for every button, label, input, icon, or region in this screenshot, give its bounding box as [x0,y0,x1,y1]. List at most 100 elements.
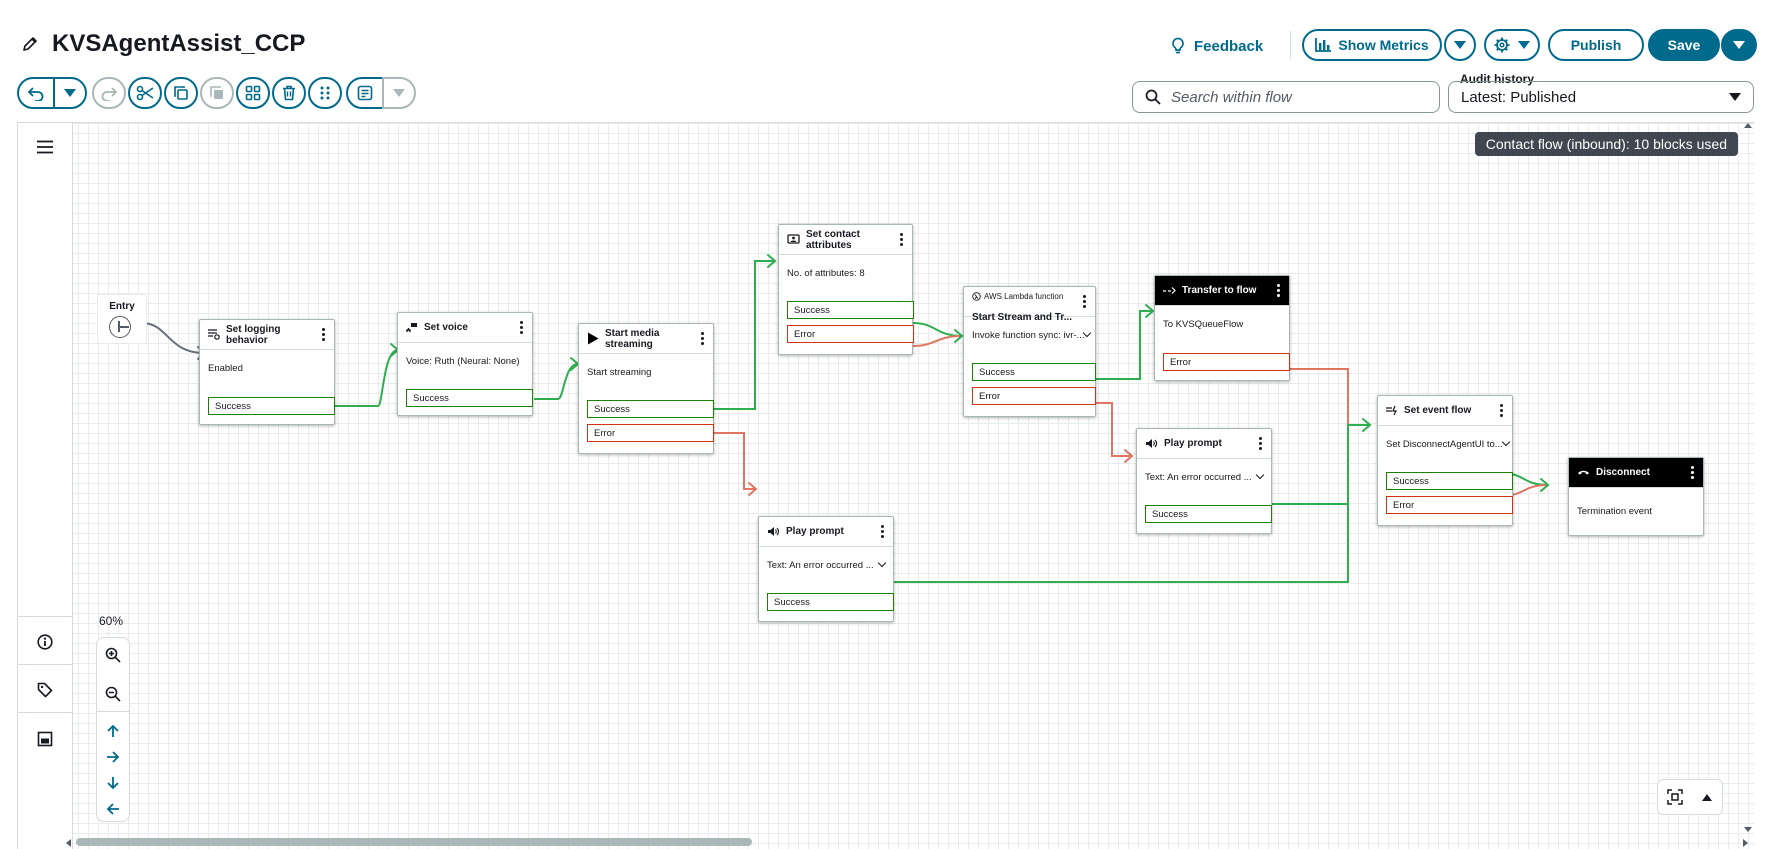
more-options-icon[interactable] [900,233,903,246]
arrow-up-icon [107,724,119,737]
more-options-icon[interactable] [1259,437,1262,450]
connector-entry-logging [141,322,205,354]
undo-button[interactable] [17,77,55,109]
branch-error[interactable]: Error [1163,353,1290,371]
fit-to-screen-icon[interactable] [1667,789,1683,805]
pan-down-button[interactable] [97,770,129,796]
block-body: Enabled [208,362,243,374]
horizontal-scrollbar[interactable] [76,838,752,846]
branch-error[interactable]: Error [1386,496,1513,514]
chevron-down-icon[interactable] [1255,470,1265,480]
block-body[interactable]: Text: An error occurred ... [1137,459,1271,495]
more-options-icon[interactable] [1691,466,1694,479]
block-title: Play prompt [1164,438,1222,449]
paste-button[interactable] [200,77,234,109]
flow-title[interactable]: KVSAgentAssist_CCP [52,30,306,57]
arrange-blocks-button[interactable] [236,77,270,109]
block-play-prompt-bottom[interactable]: Play prompt Text: An error occurred ... … [758,516,894,622]
bar-chart-icon [1315,38,1332,52]
branch-success[interactable]: Success [1145,505,1272,523]
search-box[interactable] [1132,81,1440,113]
block-set-event-flow[interactable]: Set event flow Set DisconnectAgentUI to.… [1377,395,1513,526]
zoom-out-button[interactable] [97,681,129,707]
block-set-voice[interactable]: Set voice Voice: Ruth (Neural: None) Suc… [397,312,533,416]
delete-button[interactable] [272,77,306,109]
block-body[interactable]: Text: An error occurred ... [759,547,893,583]
branch-success[interactable]: Success [767,593,894,611]
more-options-icon[interactable] [1083,295,1086,308]
pan-left-button[interactable] [97,796,129,822]
scroll-up-icon[interactable] [1744,123,1752,128]
annotations-dropdown[interactable] [382,77,416,109]
scroll-left-icon[interactable] [66,839,71,847]
block-set-contact-attributes[interactable]: Set contact attributes No. of attributes… [778,224,914,355]
pan-up-button[interactable] [97,718,129,744]
block-play-prompt-right[interactable]: Play prompt Text: An error occurred ... … [1136,428,1272,534]
note-icon [357,85,373,101]
chevron-down-icon[interactable] [1501,437,1510,447]
block-set-logging-behavior[interactable]: Set logging behavior Enabled Success [199,319,335,425]
block-body[interactable]: Invoke function sync: ivr-... [964,317,1095,353]
more-options-icon[interactable] [322,328,325,341]
annotations-button[interactable] [346,77,384,109]
branch-success[interactable]: Success [1386,472,1513,490]
save-dropdown-button[interactable] [1721,29,1757,61]
trash-icon [283,85,295,101]
block-title: Set event flow [1404,405,1472,416]
branch-success[interactable]: Success [972,363,1096,381]
feedback-link[interactable]: Feedback [1170,33,1263,59]
block-subtitle: AWS Lambda function [972,292,1072,301]
entry-node[interactable]: Entry [97,294,147,344]
header-divider [1290,31,1291,59]
more-options-icon[interactable] [1500,404,1503,417]
more-options-icon[interactable] [1277,284,1280,297]
branch-success[interactable]: Success [406,389,533,407]
info-button[interactable] [18,618,72,666]
branch-error[interactable]: Error [972,387,1096,405]
caret-up-icon[interactable] [1701,792,1713,802]
cut-button[interactable] [128,77,162,109]
hamburger-icon [37,140,53,154]
pan-right-button[interactable] [97,744,129,770]
settings-dropdown-button[interactable] [1484,29,1540,61]
tags-button[interactable] [18,666,72,714]
edit-pencil-icon[interactable] [22,36,38,52]
metrics-dropdown-button[interactable] [1444,29,1476,61]
block-title: Transfer to flow [1182,285,1257,296]
branch-success[interactable]: Success [787,301,914,319]
menu-button[interactable] [18,123,72,171]
scroll-right-icon[interactable] [1743,839,1748,847]
block-start-media-streaming[interactable]: Start media streaming Start streaming Su… [578,323,714,454]
more-options-icon[interactable] [881,525,884,538]
block-body[interactable]: Set DisconnectAgentUI to... [1378,426,1512,462]
copy-button[interactable] [164,77,198,109]
redo-button[interactable] [92,77,126,109]
show-metrics-button[interactable]: Show Metrics [1302,29,1442,61]
block-aws-lambda-function[interactable]: AWS Lambda function Start Stream and Tr.… [963,286,1096,417]
flow-canvas[interactable]: Entry Set logging behavior Enabled Succe… [17,122,1754,849]
chevron-down-icon[interactable] [1083,328,1092,338]
block-disconnect[interactable]: Disconnect Termination event [1568,457,1704,536]
block-transfer-to-flow[interactable]: Transfer to flow To KVSQueueFlow Error [1154,275,1290,381]
publish-button[interactable]: Publish [1548,29,1644,61]
branch-error[interactable]: Error [587,424,714,442]
more-options-icon[interactable] [701,332,704,345]
audit-history-select[interactable]: Latest: Published [1448,81,1754,113]
drag-handle-button[interactable] [308,77,342,109]
zoom-in-button[interactable] [97,642,129,668]
chevron-down-icon[interactable] [877,558,887,568]
more-options-icon[interactable] [520,321,523,334]
panel-divider [18,664,72,665]
left-side-panel [18,123,73,849]
minimap-button[interactable] [18,715,72,763]
branch-error[interactable]: Error [787,325,914,343]
entry-label: Entry [109,301,135,312]
branch-success[interactable]: Success [587,400,714,418]
scroll-down-icon[interactable] [1744,827,1752,832]
branch-success[interactable]: Success [208,397,335,415]
save-button[interactable]: Save [1648,29,1720,61]
drag-dots-icon [320,86,330,100]
zoom-controls [96,637,130,822]
search-input[interactable] [1171,88,1421,106]
undo-history-dropdown[interactable] [53,77,87,109]
